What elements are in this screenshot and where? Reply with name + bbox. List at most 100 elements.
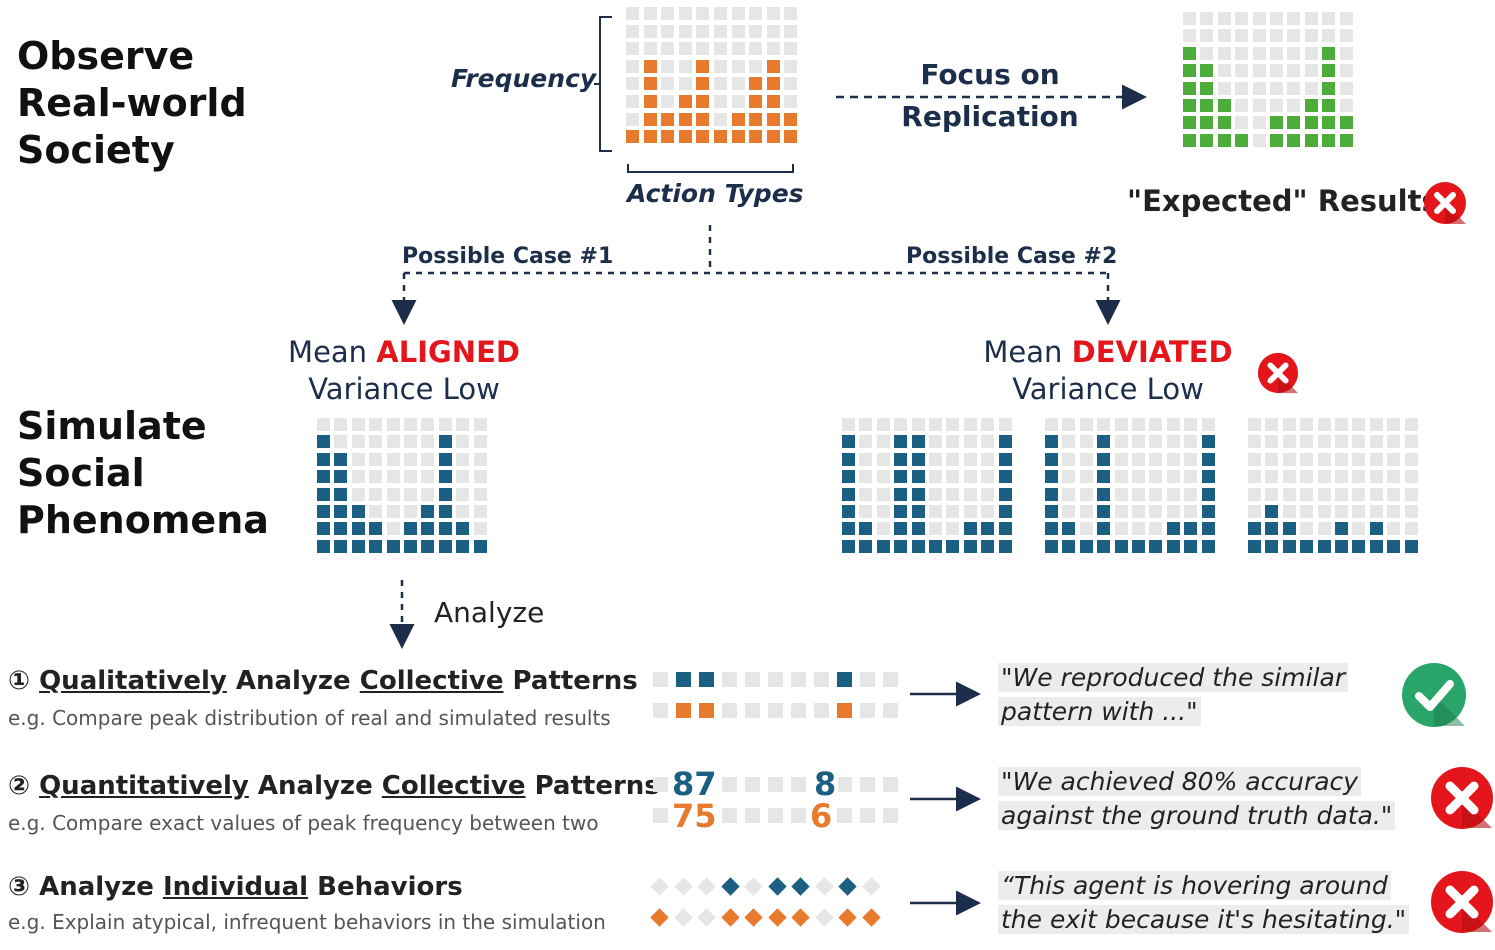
filled-cell bbox=[643, 112, 657, 126]
filled-cell bbox=[766, 94, 780, 108]
empty-cell bbox=[643, 24, 657, 38]
empty-cell bbox=[768, 672, 783, 687]
filled-cell bbox=[859, 539, 873, 553]
empty-cell bbox=[998, 418, 1012, 431]
empty-cell bbox=[859, 435, 873, 449]
filled-cell bbox=[1045, 452, 1058, 466]
filled-cell bbox=[643, 59, 657, 73]
case2-mean: Mean bbox=[983, 335, 1072, 369]
empty-cell bbox=[766, 24, 780, 38]
empty-cell bbox=[928, 452, 942, 466]
empty-cell bbox=[473, 522, 487, 536]
empty-cell bbox=[626, 24, 639, 38]
empty-cell bbox=[317, 418, 330, 431]
empty-cell bbox=[661, 59, 675, 73]
empty-cell bbox=[814, 672, 829, 687]
empty-cell bbox=[1166, 504, 1180, 518]
empty-cell bbox=[1217, 29, 1231, 43]
filled-cell bbox=[1322, 133, 1336, 147]
empty-cell bbox=[859, 418, 873, 431]
empty-cell bbox=[1282, 504, 1296, 518]
filled-cell bbox=[946, 539, 960, 553]
empty-cell bbox=[1352, 435, 1366, 449]
empty-cell bbox=[784, 7, 798, 20]
empty-cell bbox=[1404, 504, 1418, 518]
empty-cell bbox=[1114, 504, 1128, 518]
filled-cell bbox=[403, 539, 417, 553]
value-bottom-1: 75 bbox=[670, 797, 719, 835]
filled-cell bbox=[1097, 504, 1111, 518]
filled-cell bbox=[911, 487, 925, 501]
empty-cell bbox=[860, 703, 875, 718]
filled-cell bbox=[699, 703, 714, 718]
empty-cell bbox=[1183, 12, 1196, 25]
empty-cell bbox=[696, 24, 710, 38]
empty-cell bbox=[784, 77, 798, 91]
filled-cell bbox=[1201, 452, 1215, 466]
empty-cell bbox=[713, 112, 727, 126]
empty-cell bbox=[1334, 452, 1348, 466]
empty-cell bbox=[1079, 470, 1093, 484]
empty-cell bbox=[731, 94, 745, 108]
filled-cell bbox=[894, 452, 908, 466]
empty-cell bbox=[403, 435, 417, 449]
empty-cell bbox=[731, 59, 745, 73]
empty-cell bbox=[883, 703, 898, 718]
empty-cell bbox=[1248, 418, 1261, 431]
filled-cell bbox=[911, 504, 925, 518]
filled-cell bbox=[1045, 504, 1058, 518]
empty-cell bbox=[1062, 487, 1076, 501]
filled-cell bbox=[837, 672, 852, 687]
filled-cell bbox=[1269, 133, 1283, 147]
empty-cell bbox=[1217, 46, 1231, 60]
empty-cell bbox=[1248, 470, 1261, 484]
filled-cell bbox=[1265, 504, 1279, 518]
empty-cell bbox=[473, 470, 487, 484]
focus-label-2: Replication bbox=[901, 100, 1079, 133]
empty-cell bbox=[911, 418, 925, 431]
empty-cell bbox=[946, 487, 960, 501]
filled-cell bbox=[998, 487, 1012, 501]
value-top-1: 87 bbox=[670, 765, 719, 803]
filled-cell bbox=[403, 522, 417, 536]
filled-cell bbox=[317, 470, 330, 484]
empty-cell bbox=[661, 24, 675, 38]
observe-line-3: Society bbox=[17, 128, 175, 172]
simulate-line-2: Social bbox=[17, 451, 145, 495]
analysis2-example: e.g. Compare exact values of peak freque… bbox=[8, 811, 599, 835]
empty-cell bbox=[369, 470, 383, 484]
observed-grid bbox=[626, 7, 798, 144]
filled-cell bbox=[894, 504, 908, 518]
filled-cell bbox=[911, 470, 925, 484]
empty-cell bbox=[1317, 418, 1331, 431]
empty-cell bbox=[1304, 12, 1318, 25]
empty-cell bbox=[1166, 418, 1180, 431]
empty-cell bbox=[626, 94, 639, 108]
empty-cell bbox=[791, 672, 806, 687]
filled-cell bbox=[676, 672, 691, 687]
filled-cell bbox=[998, 539, 1012, 553]
filled-cell bbox=[1369, 522, 1383, 536]
filled-cell bbox=[1404, 539, 1418, 553]
filled-cell bbox=[1201, 487, 1215, 501]
empty-cell bbox=[1184, 504, 1198, 518]
action-types-label: Action Types bbox=[627, 179, 804, 208]
empty-cell bbox=[766, 42, 780, 56]
empty-cell bbox=[963, 487, 977, 501]
filled-cell bbox=[713, 130, 727, 144]
filled-cell bbox=[1166, 539, 1180, 553]
empty-cell bbox=[963, 452, 977, 466]
empty-cell bbox=[473, 487, 487, 501]
analysis2-heading: ② Quantitatively Analyze Collective Patt… bbox=[8, 771, 660, 801]
filled-cell bbox=[1097, 539, 1111, 553]
case2-label: Possible Case #2 bbox=[906, 244, 1118, 269]
empty-cell bbox=[1201, 418, 1215, 431]
empty-cell bbox=[1387, 522, 1401, 536]
empty-cell bbox=[1300, 418, 1314, 431]
filled-cell bbox=[1200, 116, 1214, 130]
filled-cell bbox=[456, 539, 470, 553]
empty-cell bbox=[456, 418, 470, 431]
empty-cell bbox=[653, 672, 668, 687]
empty-cell bbox=[1339, 81, 1353, 95]
filled-cell bbox=[1304, 116, 1318, 130]
